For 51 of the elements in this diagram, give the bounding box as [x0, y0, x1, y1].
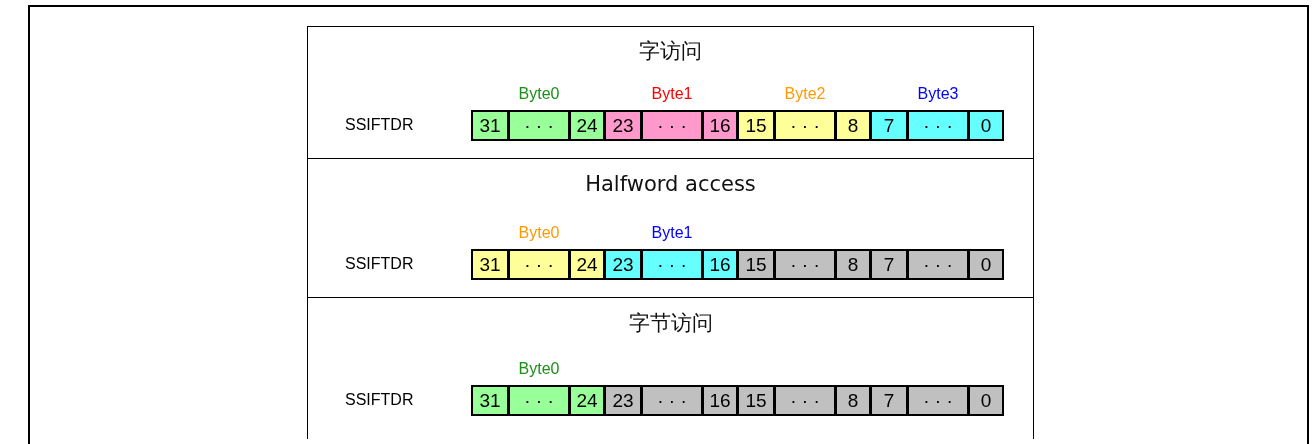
bit-cell: 16 [702, 385, 738, 416]
bit-cell: 24 [569, 385, 605, 416]
bit-cell: 7 [870, 110, 908, 141]
bit-cell: 0 [968, 385, 1004, 416]
bit-cell: · · · [907, 385, 969, 416]
register-name: SSIFTDR [345, 391, 414, 409]
bit-cell: 31 [471, 249, 509, 280]
bit-cell: · · · [508, 249, 570, 280]
register-row [307, 208, 1034, 298]
bit-cell: · · · [774, 110, 836, 141]
register-name: SSIFTDR [345, 116, 414, 134]
byte-label: Byte1 [650, 85, 694, 103]
bit-cell: 15 [737, 110, 775, 141]
bit-cell: 23 [604, 249, 642, 280]
bit-cell: 0 [968, 249, 1004, 280]
bit-cell: · · · [774, 385, 836, 416]
byte-label: Byte0 [517, 85, 561, 103]
bit-cell: · · · [508, 385, 570, 416]
bit-cell: 8 [835, 385, 871, 416]
section-header: 字节访问 [307, 297, 1034, 348]
bit-cell: · · · [774, 249, 836, 280]
bit-cell: 23 [604, 385, 642, 416]
bit-cell: 8 [835, 110, 871, 141]
byte-label: Byte1 [650, 224, 694, 242]
register-name: SSIFTDR [345, 255, 414, 273]
byte-label: Byte3 [916, 85, 960, 103]
bit-cell: 15 [737, 385, 775, 416]
bit-cell: 24 [569, 110, 605, 141]
bit-cell: · · · [907, 110, 969, 141]
bit-cell: 16 [702, 249, 738, 280]
bit-cell: 31 [471, 385, 509, 416]
bit-cell: · · · [641, 249, 703, 280]
byte-label: Byte0 [517, 360, 561, 378]
bit-cell: 0 [968, 110, 1004, 141]
section-header: Halfword access [307, 158, 1034, 209]
bit-cell: 24 [569, 249, 605, 280]
register-row [307, 74, 1034, 159]
bit-cell: 16 [702, 110, 738, 141]
bit-cell: · · · [641, 110, 703, 141]
byte-label: Byte0 [517, 224, 561, 242]
section-header: 字访问 [307, 26, 1034, 75]
bit-cell: 31 [471, 110, 509, 141]
bit-cell: · · · [641, 385, 703, 416]
bit-cell: 15 [737, 249, 775, 280]
bit-cell: 23 [604, 110, 642, 141]
byte-label: Byte2 [783, 85, 827, 103]
bit-cell: 7 [870, 249, 908, 280]
bit-cell: · · · [907, 249, 969, 280]
bit-cell: · · · [508, 110, 570, 141]
bit-cell: 8 [835, 249, 871, 280]
bit-cell: 7 [870, 385, 908, 416]
